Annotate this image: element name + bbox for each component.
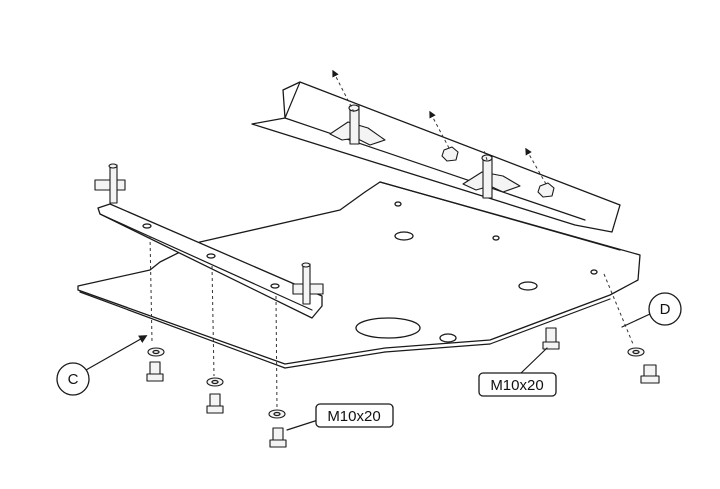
bracket-left <box>329 104 386 146</box>
front-crossbar <box>97 203 323 319</box>
nut <box>537 182 555 198</box>
bolt <box>640 364 660 384</box>
washer <box>147 347 165 357</box>
mount-hole <box>394 231 414 241</box>
washer <box>268 409 286 419</box>
mount-hole <box>492 235 500 241</box>
bolt-spec-label-right: M10x20 <box>478 347 557 397</box>
mount-hole <box>439 333 457 343</box>
washer <box>206 377 224 387</box>
access-hole <box>355 317 421 339</box>
bolt-spec-label-left: M10x20 <box>286 403 394 431</box>
callout-d: D <box>621 292 682 328</box>
callout-c-label: C <box>68 371 79 388</box>
bolt <box>269 427 287 448</box>
bracket-right <box>462 154 521 199</box>
nut <box>441 146 459 162</box>
fastener-guide-lines <box>149 235 634 411</box>
crossbar-hole <box>142 223 152 229</box>
callout-c: C <box>56 335 148 396</box>
mount-hole <box>590 269 598 275</box>
bolt <box>146 361 164 382</box>
crossbar-hole <box>270 283 280 289</box>
stud-right <box>292 262 324 305</box>
bolt <box>206 393 224 414</box>
assembly-arrows-up <box>332 69 547 185</box>
skid-plate-main <box>77 181 641 369</box>
bolt <box>542 327 560 350</box>
crossbar-hole <box>206 253 216 259</box>
bolt-spec-text-left: M10x20 <box>327 408 380 425</box>
mount-hole <box>518 281 538 291</box>
bolt-spec-text-right: M10x20 <box>490 377 543 394</box>
callout-d-label: D <box>660 301 671 318</box>
mount-hole <box>394 201 402 207</box>
stud-left <box>94 163 126 204</box>
washer <box>627 347 645 357</box>
